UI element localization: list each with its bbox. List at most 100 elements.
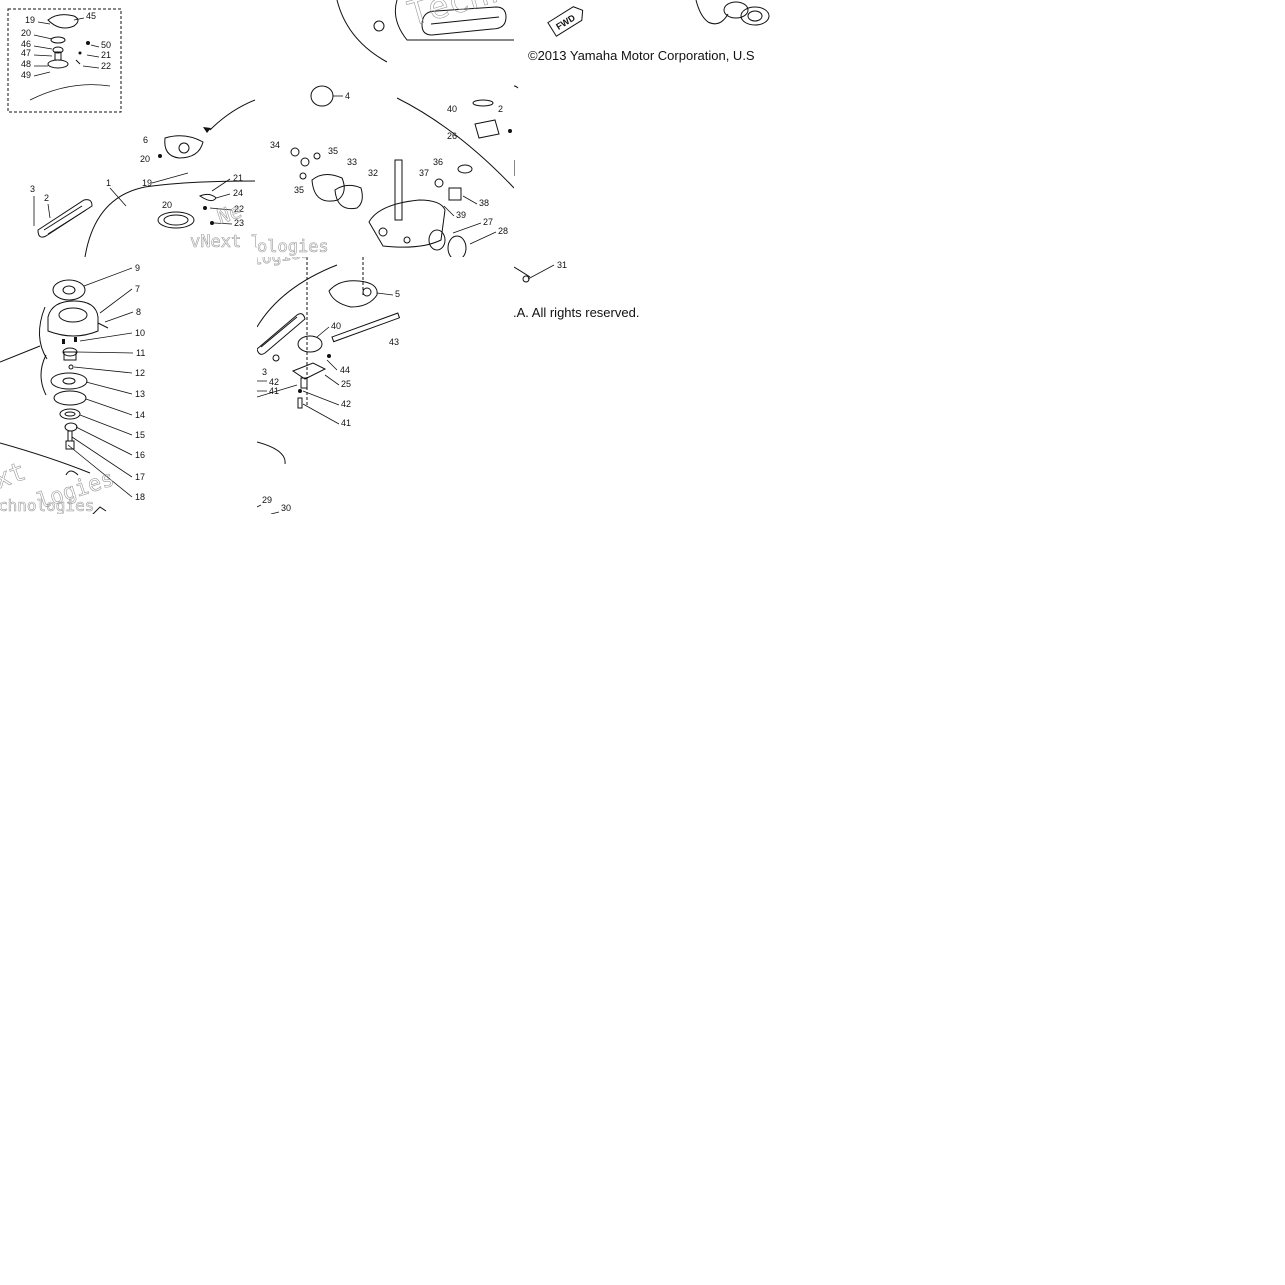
callout-12: 12 bbox=[135, 368, 145, 378]
callout-10: 10 bbox=[135, 328, 145, 338]
callout-47: 47 bbox=[21, 48, 31, 58]
callout-26: 26 bbox=[447, 131, 457, 141]
callout-41: 41 bbox=[341, 418, 351, 428]
callout-35: 35 bbox=[328, 146, 338, 156]
callout-22: 22 bbox=[234, 204, 244, 214]
callout-28: 28 bbox=[498, 226, 508, 236]
part-5 bbox=[328, 280, 378, 308]
diagram-tile-upper-right: FWD bbox=[514, 0, 771, 257]
callout-32: 32 bbox=[368, 168, 378, 178]
part-32 bbox=[334, 184, 363, 210]
housing-outline bbox=[84, 180, 256, 257]
diagram-lower-right-drawing: 31 bbox=[514, 260, 567, 283]
diagram-upper-right-drawing: FWD bbox=[514, 0, 770, 176]
callout-13: 13 bbox=[135, 389, 145, 399]
cover-slot bbox=[421, 6, 507, 36]
part-40 bbox=[297, 335, 323, 353]
part-26 bbox=[474, 119, 500, 139]
diagram-tile-upper-left: 19 45 20 46 50 47 21 48 22 49 6 20 19 bbox=[0, 0, 257, 257]
callout-1: 1 bbox=[106, 178, 111, 188]
inset-box bbox=[7, 8, 122, 113]
callout-48: 48 bbox=[21, 59, 31, 69]
callout-29: 29 bbox=[262, 495, 272, 505]
callout-27: 27 bbox=[483, 217, 493, 227]
diagram-tile-upper-middle: Techno 4 40 26 2 34 35 33 35 32 bbox=[257, 0, 514, 257]
callout-19: 19 bbox=[25, 15, 35, 25]
callout-19: 19 bbox=[142, 178, 152, 188]
callout-45: 45 bbox=[86, 11, 96, 21]
callout-25: 25 bbox=[341, 379, 351, 389]
callout-44: 44 bbox=[340, 365, 350, 375]
diagram-tile-lower-left: 9 7 8 10 11 12 13 14 15 16 17 18 xt chno… bbox=[0, 257, 257, 514]
callout-43: 43 bbox=[389, 337, 399, 347]
callout-18: 18 bbox=[135, 492, 145, 502]
part-6 bbox=[164, 135, 204, 159]
part-4 bbox=[310, 85, 334, 107]
callout-37: 37 bbox=[419, 168, 429, 178]
callout-17: 17 bbox=[135, 472, 145, 482]
inset-washer bbox=[50, 36, 66, 44]
diagram-lower-left-drawing: 9 7 8 10 11 12 13 14 15 16 17 18 xt chno… bbox=[0, 263, 145, 514]
callout-21: 21 bbox=[101, 50, 111, 60]
callout-49: 49 bbox=[21, 70, 31, 80]
watermark-text: ologies bbox=[257, 237, 329, 257]
callout-41: 41 bbox=[269, 386, 279, 396]
part-9 bbox=[52, 279, 86, 301]
part-27-body bbox=[368, 199, 446, 248]
callout-11: 11 bbox=[136, 348, 145, 358]
callout-34: 34 bbox=[270, 140, 280, 150]
callout-20: 20 bbox=[162, 200, 172, 210]
callout-40: 40 bbox=[331, 321, 341, 331]
watermark-text: logies bbox=[257, 257, 311, 269]
part-33 bbox=[311, 174, 345, 202]
callout-20: 20 bbox=[140, 154, 150, 164]
callout-3: 3 bbox=[30, 184, 35, 194]
callout-20: 20 bbox=[21, 28, 31, 38]
callout-38: 38 bbox=[479, 198, 489, 208]
callout-2: 2 bbox=[44, 193, 49, 203]
callout-7: 7 bbox=[135, 284, 140, 294]
callout-2: 2 bbox=[498, 104, 503, 114]
part-shaft bbox=[394, 159, 403, 221]
part-25 bbox=[291, 362, 327, 380]
callout-36: 36 bbox=[433, 157, 443, 167]
part-2-cover bbox=[37, 199, 93, 238]
callout-42: 42 bbox=[341, 399, 351, 409]
diagram-upper-middle-drawing: Techno 4 40 26 2 34 35 33 35 32 bbox=[257, 0, 514, 257]
part-2-lower bbox=[257, 313, 306, 355]
callout-9: 9 bbox=[135, 263, 140, 273]
callout-21: 21 bbox=[233, 173, 243, 183]
callout-22: 22 bbox=[101, 61, 111, 71]
part-7 bbox=[47, 300, 99, 337]
watermark-text: xt bbox=[0, 457, 30, 496]
callout-31: 31 bbox=[557, 260, 567, 270]
diagram-lower-middle-drawing: 5 40 43 3 44 25 42 41 42 41 bbox=[257, 257, 401, 514]
diagram-tile-lower-right: 31 bbox=[514, 257, 771, 514]
callout-42: 42 bbox=[269, 377, 279, 387]
watermark-text: vNext Tec bbox=[190, 232, 257, 252]
callout-4: 4 bbox=[345, 91, 350, 101]
callout-39: 39 bbox=[456, 210, 466, 220]
diagram-upper-left-drawing: 19 45 20 46 50 47 21 48 22 49 6 20 19 bbox=[7, 8, 257, 257]
callout-FWD: FWD bbox=[554, 12, 577, 32]
watermark-text: chnologies bbox=[0, 496, 94, 514]
callout-8: 8 bbox=[136, 307, 141, 317]
inset-cap bbox=[47, 14, 79, 29]
diagram-tile-lower-middle: 5 40 43 3 44 25 42 41 42 41 bbox=[257, 257, 514, 514]
part-43 bbox=[331, 312, 401, 343]
fwd-arrow bbox=[547, 6, 584, 37]
callout-15: 15 bbox=[135, 430, 145, 440]
copyright-text-bottom: .A. All rights reserved. bbox=[513, 305, 640, 320]
callout-30: 30 bbox=[281, 503, 291, 513]
callout-14: 14 bbox=[135, 410, 145, 420]
callout-3: 3 bbox=[262, 367, 267, 377]
copyright-text-top: ©2013 Yamaha Motor Corporation, U.S bbox=[528, 48, 755, 63]
callout-40: 40 bbox=[447, 104, 457, 114]
callout-24: 24 bbox=[233, 188, 243, 198]
callout-16: 16 bbox=[135, 450, 145, 460]
callout-33: 33 bbox=[347, 157, 357, 167]
callout-35: 35 bbox=[294, 185, 304, 195]
callout-23: 23 bbox=[234, 218, 244, 228]
callout-5: 5 bbox=[395, 289, 400, 299]
callout-50: 50 bbox=[101, 40, 111, 50]
